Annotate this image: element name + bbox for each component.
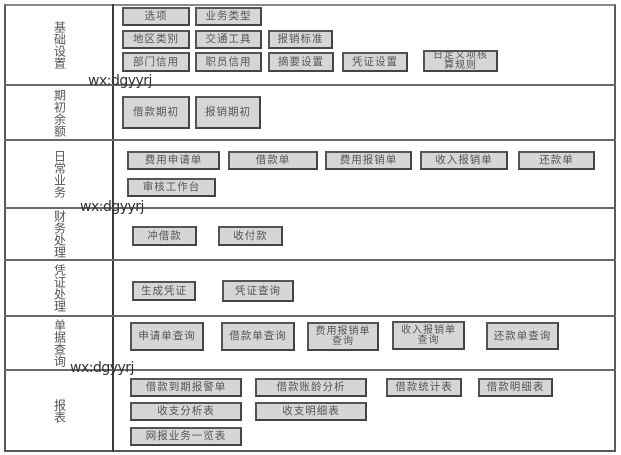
category-daily-business: 日常业务 (6, 141, 112, 207)
row-divider (4, 139, 616, 141)
category-opening-balance: 期初余额 (6, 86, 112, 139)
loan-aging-analysis-button[interactable]: 借款账龄分析 (255, 378, 367, 397)
income-expense-detail-button[interactable]: 收支明细表 (255, 402, 367, 421)
category-voucher-processing: 凭证处理 (6, 261, 112, 315)
loan-statistics-button[interactable]: 借款统计表 (386, 378, 462, 397)
category-label: 凭证处理 (52, 264, 67, 312)
category-document-query: 单据查询 (6, 317, 112, 369)
category-financial-processing: 财务处理 (6, 209, 112, 259)
expense-application-button[interactable]: 费用申请单 (127, 151, 220, 170)
row-divider (4, 315, 616, 317)
custom-item-rule-button[interactable]: 日定义项核 算规则 (423, 50, 498, 72)
voucher-settings-button[interactable]: 凭证设置 (342, 52, 408, 72)
online-business-overview-button[interactable]: 网报业务一览表 (130, 427, 242, 446)
watermark-text: wx:dgyyrj (88, 73, 152, 89)
business-type-button[interactable]: 业务类型 (195, 7, 262, 26)
category-label: 基础设置 (52, 21, 67, 69)
loan-opening-button[interactable]: 借款期初 (122, 96, 190, 129)
category-reports: 报表 (6, 371, 112, 451)
row-divider (4, 207, 616, 209)
transport-button[interactable]: 交通工具 (195, 30, 262, 49)
category-label: 报表 (52, 399, 67, 423)
loan-query-button[interactable]: 借款单查询 (221, 322, 295, 351)
category-label: 日常业务 (52, 150, 67, 198)
watermark-text: wx:dgyyrj (70, 360, 134, 376)
repayment-form-button[interactable]: 还款单 (518, 151, 595, 170)
reimbursement-standard-button[interactable]: 报销标准 (268, 30, 333, 49)
category-basic-settings: 基础设置 (6, 6, 112, 84)
region-category-button[interactable]: 地区类别 (122, 30, 190, 49)
department-credit-button[interactable]: 部门信用 (122, 52, 190, 72)
module-table-frame (4, 4, 616, 452)
row-divider (4, 369, 616, 371)
loan-form-button[interactable]: 借款单 (228, 151, 318, 170)
column-divider (112, 4, 114, 452)
reimbursement-opening-button[interactable]: 报销期初 (195, 96, 261, 129)
generate-voucher-button[interactable]: 生成凭证 (132, 281, 196, 301)
row-divider (4, 84, 616, 86)
category-label: 财务处理 (52, 210, 67, 258)
summary-settings-button[interactable]: 摘要设置 (268, 52, 334, 72)
repayment-query-button[interactable]: 还款单查询 (486, 322, 559, 350)
employee-credit-button[interactable]: 职员信用 (195, 52, 262, 72)
income-expense-analysis-button[interactable]: 收支分析表 (130, 402, 242, 421)
loan-offset-button[interactable]: 冲借款 (132, 226, 197, 246)
row-divider (4, 259, 616, 261)
options-button[interactable]: 选项 (122, 7, 190, 26)
watermark-text: wx:dgyyrj (80, 199, 144, 215)
receipt-payment-button[interactable]: 收付款 (218, 226, 283, 246)
loan-due-alert-button[interactable]: 借款到期报警单 (130, 378, 242, 397)
loan-detail-button[interactable]: 借款明细表 (478, 378, 553, 397)
category-label: 单据查询 (52, 319, 67, 367)
application-query-button[interactable]: 申请单查询 (130, 322, 204, 351)
voucher-query-button[interactable]: 凭证查询 (222, 280, 294, 302)
expense-reimbursement-query-button[interactable]: 费用报销单 查询 (307, 322, 379, 351)
income-reimbursement-button[interactable]: 收入报销单 (420, 151, 508, 170)
audit-workbench-button[interactable]: 审核工作台 (127, 178, 216, 197)
income-reimbursement-query-button[interactable]: 收入报销单 查询 (392, 321, 465, 350)
expense-reimbursement-button[interactable]: 费用报销单 (325, 151, 412, 170)
category-label: 期初余额 (52, 88, 67, 137)
